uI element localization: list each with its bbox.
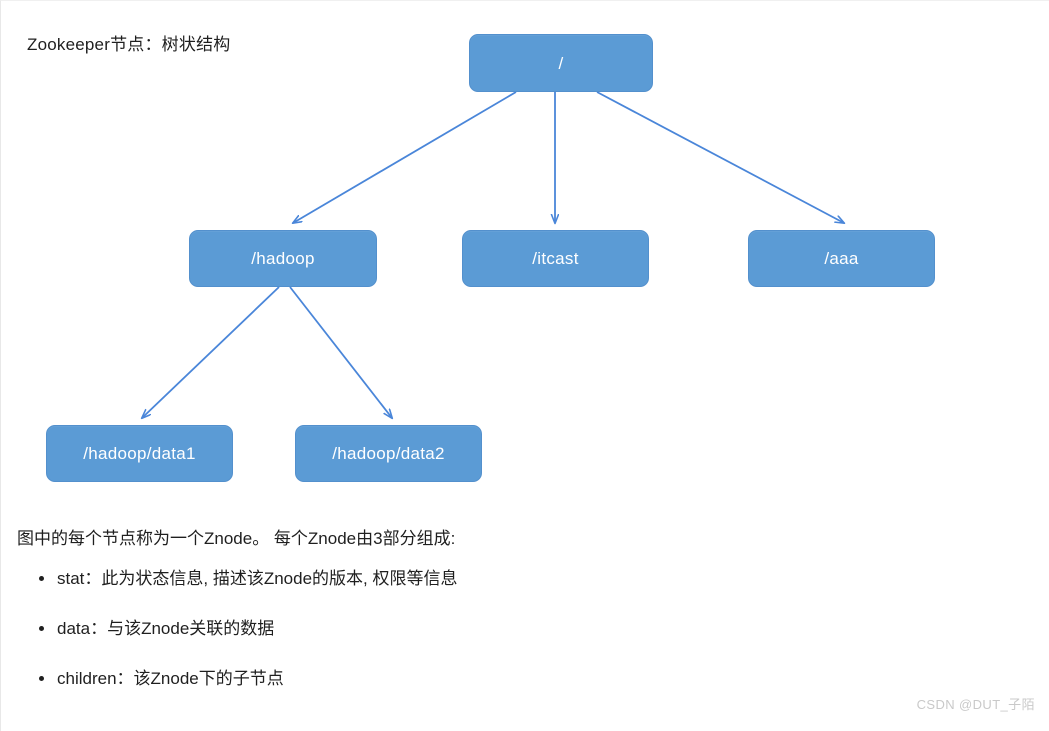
- tree-node-root[interactable]: /: [469, 34, 653, 92]
- tree-node-hadoop-data1[interactable]: /hadoop/data1: [46, 425, 233, 482]
- tree-node-hadoop-data2[interactable]: /hadoop/data2: [295, 425, 482, 482]
- edge-root-to-aaa: [596, 91, 844, 223]
- znode-composition-list: stat：此为状态信息, 描述该Znode的版本, 权限等信息 data：与该Z…: [17, 565, 1017, 693]
- list-item-stat: stat：此为状态信息, 描述该Znode的版本, 权限等信息: [17, 565, 1017, 593]
- tree-node-hadoop[interactable]: /hadoop: [189, 230, 377, 287]
- bullet-dot-icon: [39, 676, 44, 681]
- bullet-dot-icon: [39, 576, 44, 581]
- edge-root-to-hadoop: [293, 91, 517, 223]
- edge-hadoop-to-data2: [289, 286, 392, 418]
- znode-tree-diagram: / /hadoop /itcast /aaa /hadoop/data1 /ha…: [1, 1, 1049, 501]
- body-text-block: 图中的每个节点称为一个Znode。 每个Znode由3部分组成: stat：此为…: [17, 525, 1017, 715]
- csdn-watermark: CSDN @DUT_子陌: [916, 697, 1035, 712]
- intro-paragraph: 图中的每个节点称为一个Znode。 每个Znode由3部分组成:: [17, 529, 456, 548]
- edge-hadoop-to-data1: [142, 286, 280, 418]
- list-item-label: children：该Znode下的子节点: [57, 669, 284, 688]
- list-item-data: data：与该Znode关联的数据: [17, 615, 1017, 643]
- bullet-dot-icon: [39, 626, 44, 631]
- tree-node-itcast[interactable]: /itcast: [462, 230, 649, 287]
- list-item-children: children：该Znode下的子节点: [17, 665, 1017, 693]
- list-item-label: data：与该Znode关联的数据: [57, 619, 275, 638]
- tree-node-aaa[interactable]: /aaa: [748, 230, 935, 287]
- list-item-label: stat：此为状态信息, 描述该Znode的版本, 权限等信息: [57, 569, 458, 588]
- page-title: Zookeeper节点：树状结构: [27, 35, 231, 54]
